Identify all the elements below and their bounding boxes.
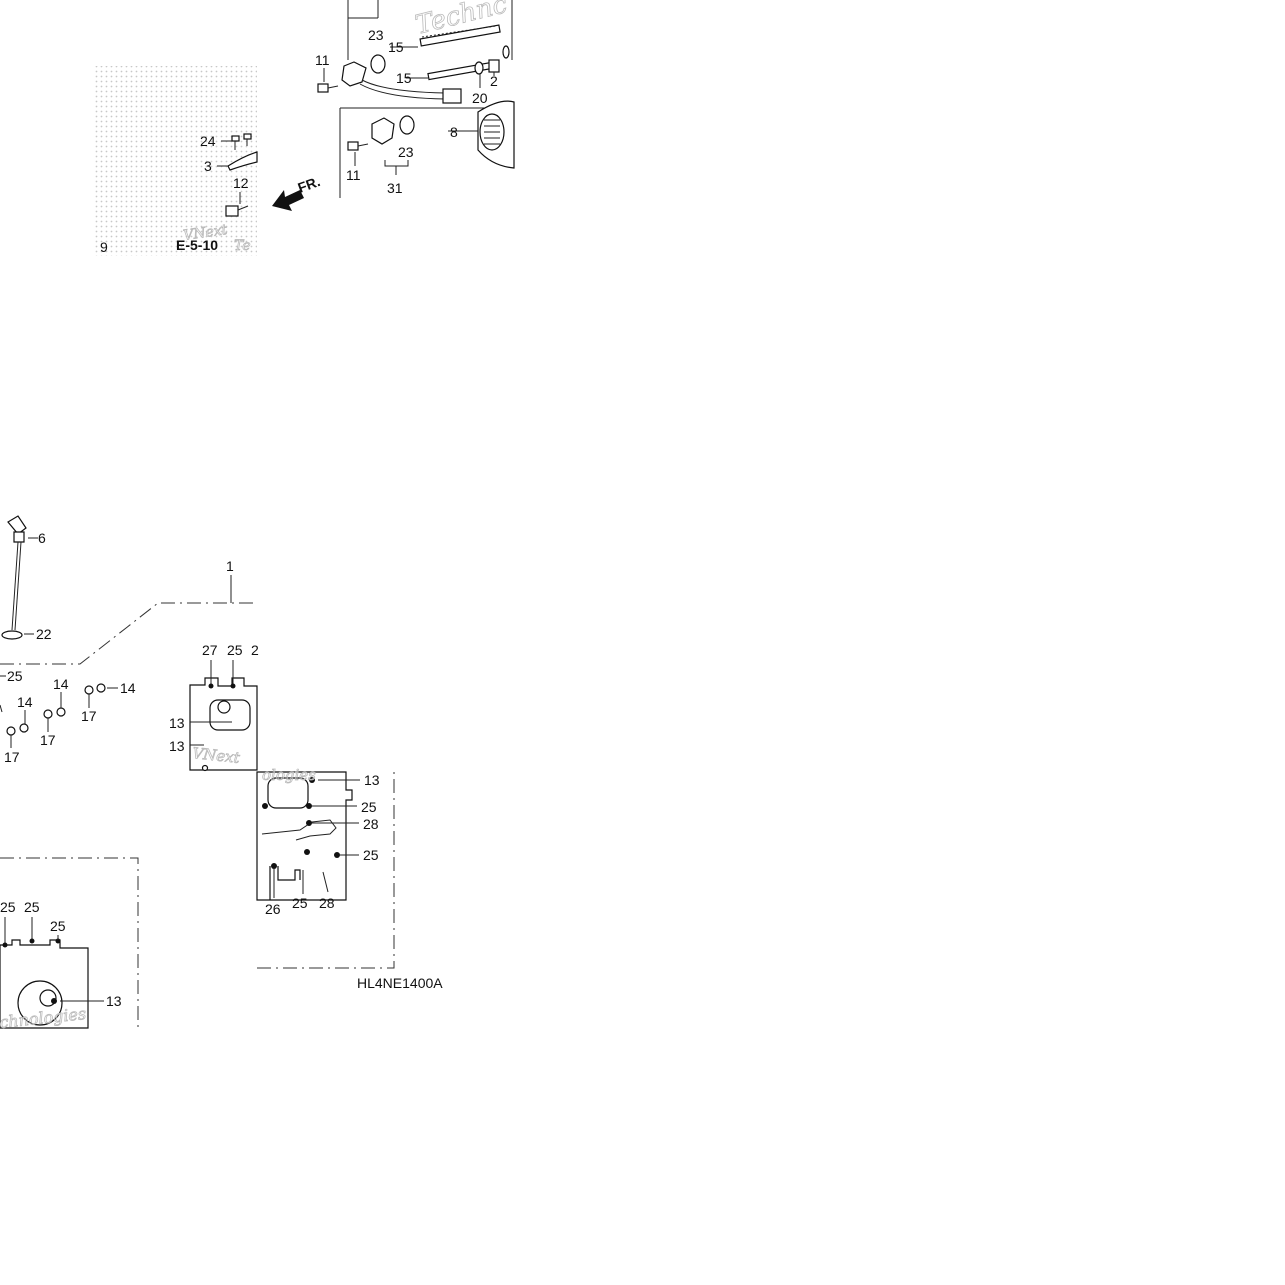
gear-8 bbox=[477, 100, 515, 169]
callout-25: 25 bbox=[7, 668, 23, 684]
stud-15-upper bbox=[419, 24, 501, 47]
callout-31: 31 bbox=[387, 180, 403, 196]
callout-28: 28 bbox=[319, 895, 335, 911]
callout-25: 25 bbox=[24, 899, 40, 915]
front-arrow-icon: FR. bbox=[272, 173, 322, 211]
washer-extra bbox=[502, 45, 510, 59]
fitting-14-b bbox=[43, 707, 66, 719]
callout-17: 17 bbox=[81, 708, 97, 724]
watermark-text: ologies bbox=[262, 766, 316, 784]
callout-25: 25 bbox=[0, 899, 16, 915]
callout-25: 25 bbox=[361, 799, 377, 815]
diagram-code: HL4NE1400A bbox=[357, 975, 443, 991]
o-ring-23-lower bbox=[399, 115, 415, 135]
sensor-31 bbox=[371, 117, 395, 145]
plug-2 bbox=[488, 59, 500, 73]
panel-bottom-left: 6 22 1 25 14 14 14 17 17 17 bbox=[0, 515, 257, 1032]
callout-25: 25 bbox=[50, 918, 66, 934]
o-ring-23-upper bbox=[370, 54, 386, 74]
callout-15: 15 bbox=[388, 39, 404, 55]
fitting-14-a bbox=[6, 723, 29, 736]
callout-3: 3 bbox=[204, 158, 212, 174]
callout-25: 25 bbox=[363, 847, 379, 863]
panel-top-left: 24 3 12 9 E-5-10 VNext Te bbox=[94, 66, 258, 256]
callout-2: 2 bbox=[490, 73, 498, 89]
reference-code: E-5-10 bbox=[176, 237, 218, 253]
callout-25: 25 bbox=[227, 642, 243, 658]
watermark-text: Te bbox=[234, 238, 251, 254]
washer-20 bbox=[474, 61, 484, 75]
bolt-12 bbox=[225, 205, 249, 217]
callout-8: 8 bbox=[450, 124, 458, 140]
callout-11: 11 bbox=[346, 167, 361, 183]
callout-15: 15 bbox=[396, 70, 412, 86]
callout-9: 9 bbox=[100, 239, 108, 255]
case-half-lower-left bbox=[0, 938, 89, 1029]
callout-14: 14 bbox=[120, 680, 136, 696]
callout-22: 22 bbox=[36, 626, 52, 642]
callout-1: 1 bbox=[226, 558, 234, 574]
logo-stipple-area bbox=[94, 66, 257, 256]
callout-14: 14 bbox=[53, 676, 69, 692]
panel-top-right: FR. 23 15 15 11 20 2 8 23 11 31 Technc bbox=[272, 0, 515, 211]
callout-17: 17 bbox=[4, 749, 20, 765]
panel-center-case: 27 25 2 13 13 VNext bbox=[169, 642, 259, 772]
stud-15-lower bbox=[427, 61, 497, 81]
fitting-14-c bbox=[84, 683, 106, 695]
callout-13: 13 bbox=[106, 993, 122, 1009]
callout-20: 20 bbox=[472, 90, 488, 106]
bolt-11-lower bbox=[347, 141, 369, 151]
callout-2: 2 bbox=[251, 642, 259, 658]
callout-17: 17 bbox=[40, 732, 56, 748]
callout-26: 26 bbox=[265, 901, 281, 917]
panel-center-lower: 13 25 28 25 26 25 28 ologies HL4NE1400A bbox=[256, 766, 443, 991]
callout-23: 23 bbox=[368, 27, 384, 43]
o-ring-22 bbox=[1, 630, 23, 640]
speed-sensor-harness bbox=[341, 61, 462, 104]
bolt-24 bbox=[231, 133, 252, 150]
gasket-3 bbox=[227, 151, 258, 171]
callout-6: 6 bbox=[38, 530, 46, 546]
callout-11: 11 bbox=[315, 52, 330, 68]
callout-28: 28 bbox=[363, 816, 379, 832]
watermark-text: VNext bbox=[192, 744, 242, 767]
callout-13: 13 bbox=[364, 772, 380, 788]
bolt-11-upper bbox=[317, 83, 339, 93]
callout-13: 13 bbox=[169, 738, 185, 754]
callout-12: 12 bbox=[233, 175, 249, 191]
callout-23: 23 bbox=[398, 144, 414, 160]
direction-label: FR. bbox=[296, 173, 323, 196]
callout-24: 24 bbox=[200, 133, 216, 149]
dipstick-6 bbox=[7, 515, 27, 631]
callout-27: 27 bbox=[202, 642, 218, 658]
watermark-text: VNext bbox=[182, 222, 228, 244]
callout-25: 25 bbox=[292, 895, 308, 911]
callout-14: 14 bbox=[17, 694, 33, 710]
callout-13: 13 bbox=[169, 715, 185, 731]
